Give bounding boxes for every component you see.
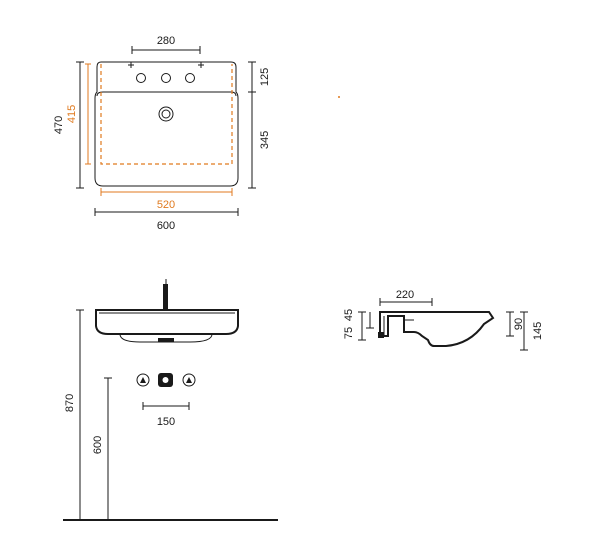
dim-label-220: 220 xyxy=(396,289,414,301)
dim-label-145: 145 xyxy=(532,322,544,340)
dim-line-drain-600 xyxy=(104,377,112,520)
dim-label-345: 345 xyxy=(259,131,271,149)
dim-label-45: 45 xyxy=(343,309,355,321)
drain-outer xyxy=(158,106,174,122)
dim-line-520 xyxy=(100,188,233,196)
dim-line-145 xyxy=(520,311,528,351)
basin-front xyxy=(95,309,239,335)
dim-line-150 xyxy=(142,402,190,410)
fixing-right-icon xyxy=(182,373,196,387)
dim-label-520: 520 xyxy=(157,199,175,211)
stray-dot xyxy=(338,96,340,98)
dim-line-right xyxy=(248,61,256,189)
drain-inner xyxy=(161,109,171,119)
dim-line-75 xyxy=(358,311,366,341)
dim-line-470 xyxy=(76,61,84,189)
side-view: 220 75 45 90 145 xyxy=(343,289,544,351)
waste-outlet-icon xyxy=(158,373,173,387)
dim-label-600: 600 xyxy=(157,220,175,232)
dim-label-drain-600: 600 xyxy=(92,436,104,454)
inner-extent-dashed xyxy=(100,64,233,165)
dim-label-415: 415 xyxy=(66,105,78,123)
dim-label-470: 470 xyxy=(53,116,65,134)
dim-label-870: 870 xyxy=(64,394,76,412)
dim-line-415 xyxy=(85,63,91,165)
dim-line-90 xyxy=(506,311,514,337)
tap-hole-left xyxy=(136,73,146,83)
top-view: 280 470 415 125 345 520 600 xyxy=(53,35,271,232)
side-fixing xyxy=(378,332,384,338)
tap-hole-center xyxy=(161,73,171,83)
dim-line-45 xyxy=(366,312,374,329)
dim-label-125: 125 xyxy=(259,68,271,86)
dim-line-220 xyxy=(379,298,433,306)
dim-label-150: 150 xyxy=(157,416,175,428)
dim-label-75: 75 xyxy=(343,327,355,339)
faucet xyxy=(163,284,168,310)
dim-label-280: 280 xyxy=(157,35,175,47)
tap-hole-markers xyxy=(128,62,204,68)
dim-line-600 xyxy=(94,208,239,216)
basin-side-profile xyxy=(379,311,495,347)
bowl-rim xyxy=(96,91,237,97)
front-view: 870 600 150 xyxy=(63,279,278,521)
drain-outlet xyxy=(158,338,174,342)
fixing-left-icon xyxy=(136,373,150,387)
dim-line-280 xyxy=(131,46,201,54)
dim-label-90: 90 xyxy=(513,318,525,330)
basin-outline-top xyxy=(94,61,239,187)
tap-hole-right xyxy=(185,73,195,83)
dim-line-870 xyxy=(76,309,84,520)
